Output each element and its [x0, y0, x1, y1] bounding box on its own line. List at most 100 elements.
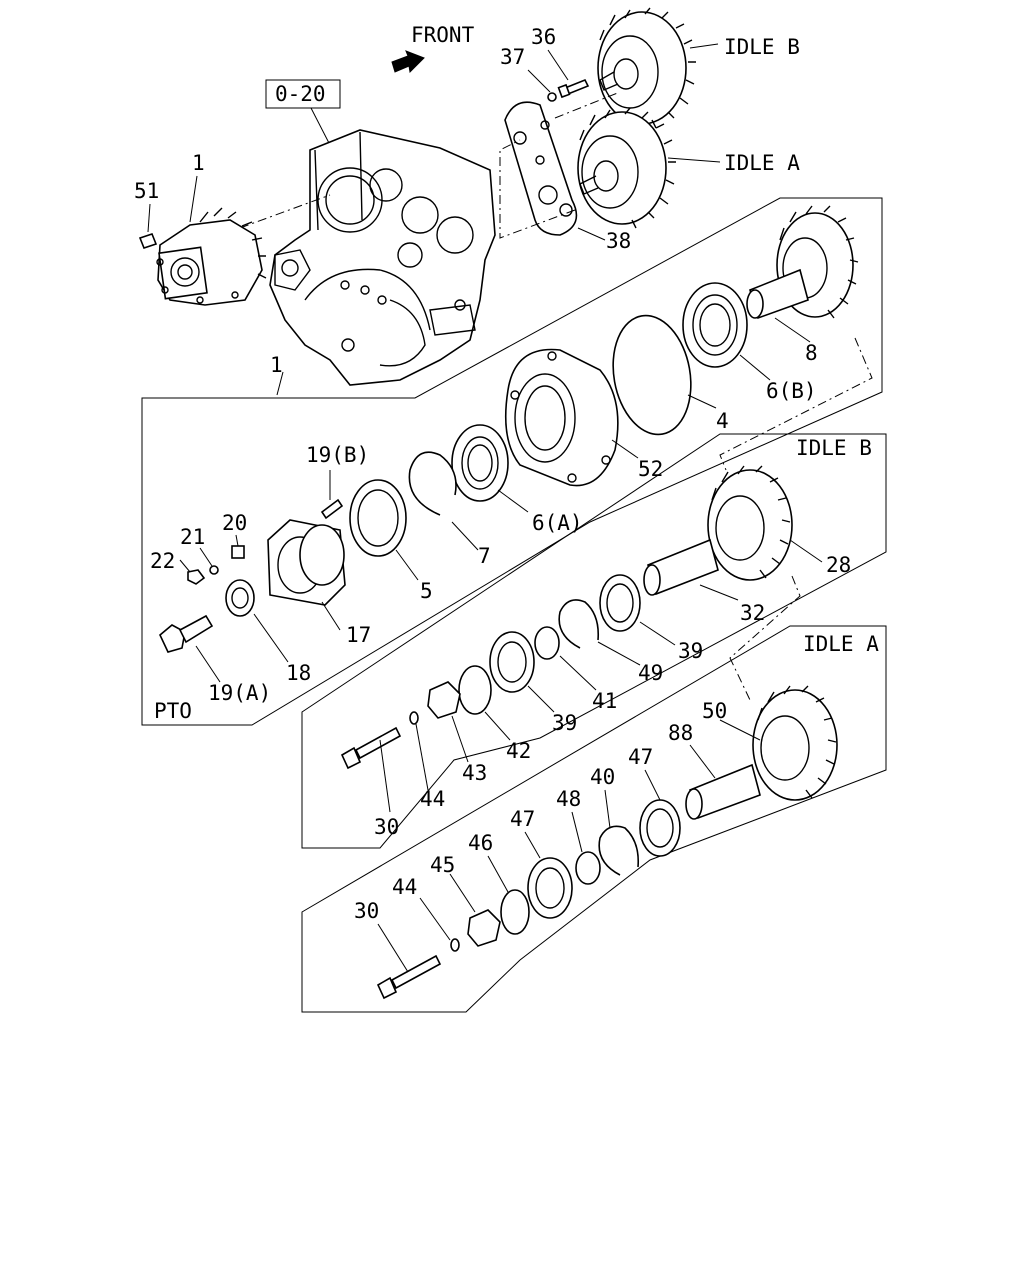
idle-b-section-label: IDLE B [796, 436, 872, 460]
idle-a-section-frame [301, 625, 887, 1013]
idle-a-snap-ring-40 [598, 825, 640, 876]
idle-a-top-label: IDLE A [724, 151, 800, 175]
callout-49: 49 [638, 661, 663, 685]
centerline [729, 575, 801, 701]
callout-21: 21 [180, 525, 205, 549]
o-ring-4 [612, 314, 692, 436]
snap-ring-7 [408, 451, 457, 516]
callout-47-lower: 47 [510, 807, 535, 831]
flange-17 [267, 519, 346, 606]
front-arrow-icon [391, 50, 425, 74]
callout-30-idle-a: 30 [354, 899, 379, 923]
idle-a-nut-45 [467, 909, 501, 947]
pto-housing-52 [504, 348, 619, 487]
callout-5: 5 [420, 579, 433, 603]
callout-36: 36 [531, 25, 556, 49]
washer-37 [547, 92, 557, 102]
callout-44-idle-b: 44 [420, 787, 445, 811]
nut-22 [187, 569, 206, 585]
bolt-19b [320, 498, 344, 520]
pto-section-label: PTO [154, 699, 192, 723]
front-label: FRONT [411, 23, 475, 47]
washer-21 [209, 565, 219, 575]
engine-timing-case [269, 129, 496, 386]
callout-19a: 19(A) [208, 681, 271, 705]
idle-b-gear-28 [707, 465, 793, 581]
callout-6b: 6(B) [766, 379, 817, 403]
idle-b-nut-43 [427, 681, 461, 719]
callout-1-section: 1 [270, 353, 283, 377]
callout-37: 37 [500, 45, 525, 69]
bearing-6a [451, 424, 509, 502]
idle-b-bearing-39-upper [599, 574, 641, 632]
callout-18: 18 [286, 661, 311, 685]
idle-b-shaft-32 [643, 538, 719, 596]
centerline [719, 337, 873, 471]
oil-seal-5 [349, 479, 407, 557]
callout-42: 42 [506, 739, 531, 763]
idle-a-ring-46 [500, 889, 530, 935]
callouts: 36 37 38 1 51 1 8 6(B) 4 52 6(A) 7 5 19(… [134, 25, 851, 923]
callout-51: 51 [134, 179, 159, 203]
callout-8: 8 [805, 341, 818, 365]
callout-32: 32 [740, 601, 765, 625]
idle-a-section-label: IDLE A [803, 632, 879, 656]
idle-b-leader [689, 43, 719, 49]
callout-4: 4 [716, 409, 729, 433]
idle-b-bearing-39-lower [489, 631, 535, 693]
idle-a-gear-top [577, 107, 676, 229]
callout-46: 46 [468, 831, 493, 855]
idle-b-ring-42 [458, 665, 492, 715]
callout-17: 17 [346, 623, 371, 647]
reference-leader [310, 107, 331, 146]
idle-a-washer-44 [450, 938, 460, 952]
callout-20: 20 [222, 511, 247, 535]
callout-44-idle-a: 44 [392, 875, 417, 899]
centerline [239, 194, 331, 229]
reference-box[interactable] [265, 79, 341, 109]
idle-b-bolt-30 [340, 726, 402, 770]
callout-leaders [147, 49, 823, 973]
nut-51 [138, 233, 158, 249]
bearing-6b [682, 282, 748, 368]
callout-19b: 19(B) [306, 443, 369, 467]
callout-28: 28 [826, 553, 851, 577]
bolt-36 [557, 78, 590, 99]
bushing-18 [225, 579, 255, 617]
centerline [499, 139, 576, 239]
callout-7: 7 [478, 544, 491, 568]
idle-a-shaft-88 [685, 763, 761, 820]
idle-b-snap-ring-49 [558, 599, 600, 649]
idle-a-bearing-47-upper [639, 799, 681, 857]
idle-b-ring-41 [534, 626, 560, 660]
callout-1-top: 1 [192, 151, 205, 175]
gasket-plate-38 [504, 101, 578, 236]
idle-b-section-frame [301, 433, 887, 849]
idle-b-washer-44 [409, 711, 419, 725]
callout-6a: 6(A) [532, 511, 583, 535]
idle-a-bolt-30 [376, 954, 442, 1000]
callout-50: 50 [702, 699, 727, 723]
callout-41: 41 [592, 689, 617, 713]
idle-a-ring-48 [575, 851, 601, 885]
callout-39-lower: 39 [552, 711, 577, 735]
pto-section-frame [141, 197, 883, 726]
callout-40: 40 [590, 765, 615, 789]
idle-a-leader [667, 157, 721, 163]
bolt-19a [159, 614, 214, 653]
idle-b-gear-top [597, 7, 696, 129]
pto-assembly [156, 207, 267, 306]
callout-88: 88 [668, 721, 693, 745]
reference-box-label: 0-20 [275, 82, 326, 106]
callout-30-idle-b: 30 [374, 815, 399, 839]
callout-52: 52 [638, 457, 663, 481]
centerline [554, 91, 621, 119]
callout-43: 43 [462, 761, 487, 785]
callout-1-leader [276, 371, 284, 396]
callout-39-upper: 39 [678, 639, 703, 663]
callout-38: 38 [606, 229, 631, 253]
idle-b-top-label: IDLE B [724, 35, 800, 59]
callout-47-upper: 47 [628, 745, 653, 769]
callout-22: 22 [150, 549, 175, 573]
